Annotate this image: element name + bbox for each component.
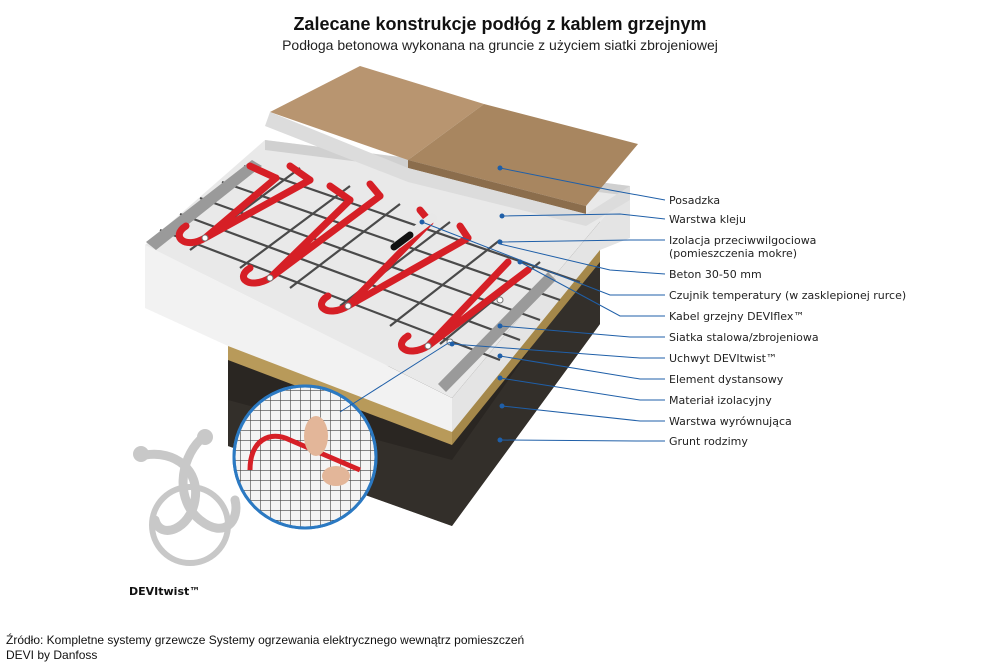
label-izolacja-note: (pomieszczenia mokre)	[669, 247, 797, 260]
label-kabel: Kabel grzejny DEVIflex™	[669, 310, 804, 323]
source-note: Źródło: Kompletne systemy grzewcze Syste…	[6, 633, 524, 663]
label-uchwyt: Uchwyt DEVItwist™	[669, 352, 777, 365]
temperature-sensor	[390, 231, 414, 251]
label-izolacja: Izolacja przeciwwilgociowa	[669, 234, 816, 247]
devitwist-logo	[133, 429, 241, 566]
inset-leader	[339, 341, 451, 413]
spacer-rail-left	[146, 160, 262, 250]
page-title: Zalecane konstrukcje podłóg z kablem grz…	[293, 14, 707, 34]
label-warstwa-kleju: Warstwa kleju	[669, 213, 746, 226]
label-posadzka: Posadzka	[669, 194, 720, 207]
devitwist-label: DEVItwist™	[129, 585, 201, 598]
label-czujnik: Czujnik temperatury (w zasklepionej rurc…	[669, 289, 906, 302]
label-warstwa-wyrownujaca: Warstwa wyrównująca	[669, 415, 792, 428]
heating-cable	[175, 174, 532, 355]
spacer-rail-right	[438, 272, 556, 392]
label-grunt: Grunt rodzimy	[669, 435, 748, 448]
label-siatka: Siatka stalowa/zbrojeniowa	[669, 331, 819, 344]
leader-dots	[419, 165, 523, 443]
tile-back	[270, 66, 484, 160]
tile-front-edge	[408, 160, 586, 214]
label-beton: Beton 30-50 mm	[669, 268, 762, 281]
heating-cable-loop-top	[246, 162, 472, 242]
label-element: Element dystansowy	[669, 373, 784, 386]
devitwist-inset	[232, 384, 378, 530]
insulation-side	[452, 186, 630, 432]
source-line-1: Źródło: Kompletne systemy grzewcze Syste…	[6, 633, 525, 647]
leader-lines	[421, 167, 666, 442]
insulation-front	[145, 245, 452, 432]
source-line-2: DEVI by Danfoss	[6, 648, 98, 662]
label-material: Materiał izolacyjny	[669, 394, 772, 407]
leveling-layer-side	[452, 248, 600, 445]
page-subtitle: Podłoga betonowa wykonana na gruncie z u…	[282, 37, 718, 53]
tile-front	[408, 104, 638, 206]
